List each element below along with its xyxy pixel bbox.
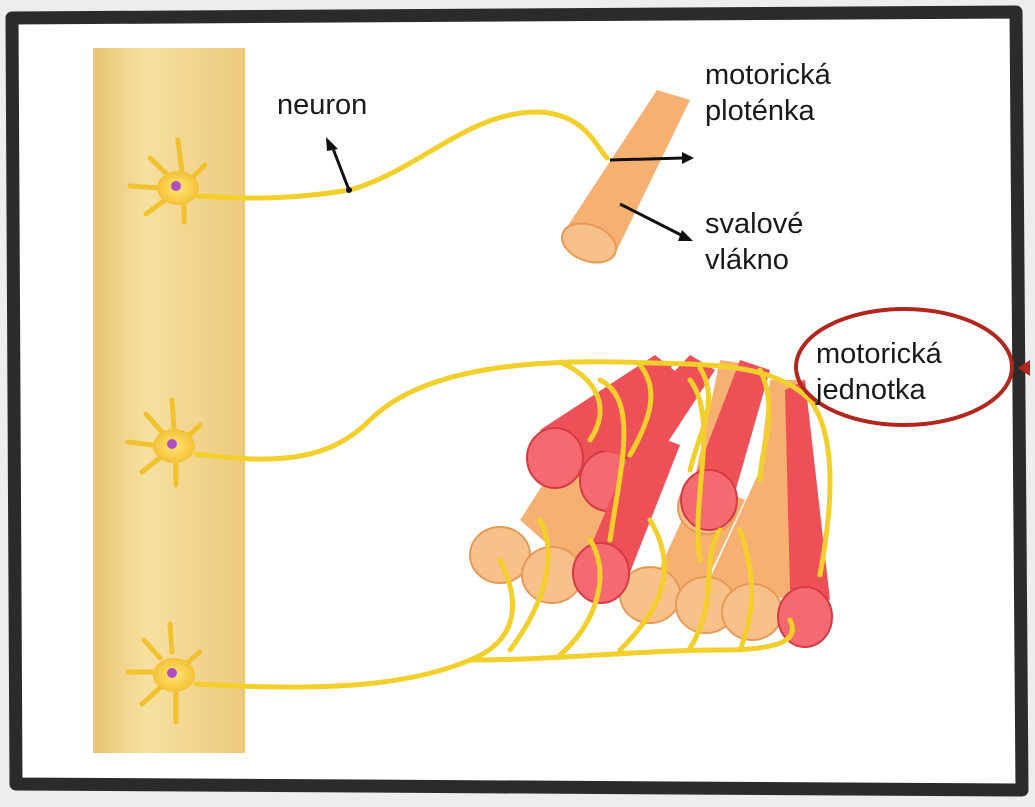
- neuron-nucleus: [171, 181, 181, 191]
- label-muscle-fiber: svalové vlákno: [705, 206, 803, 278]
- label-neuron: neuron: [277, 87, 367, 123]
- label-motor-unit: motorická jednotka: [816, 336, 942, 408]
- spinal-cord: [93, 48, 245, 753]
- neuron-nucleus: [167, 439, 177, 449]
- label-motor-plate: motorická ploténka: [705, 57, 831, 129]
- neuron-nucleus: [167, 668, 177, 678]
